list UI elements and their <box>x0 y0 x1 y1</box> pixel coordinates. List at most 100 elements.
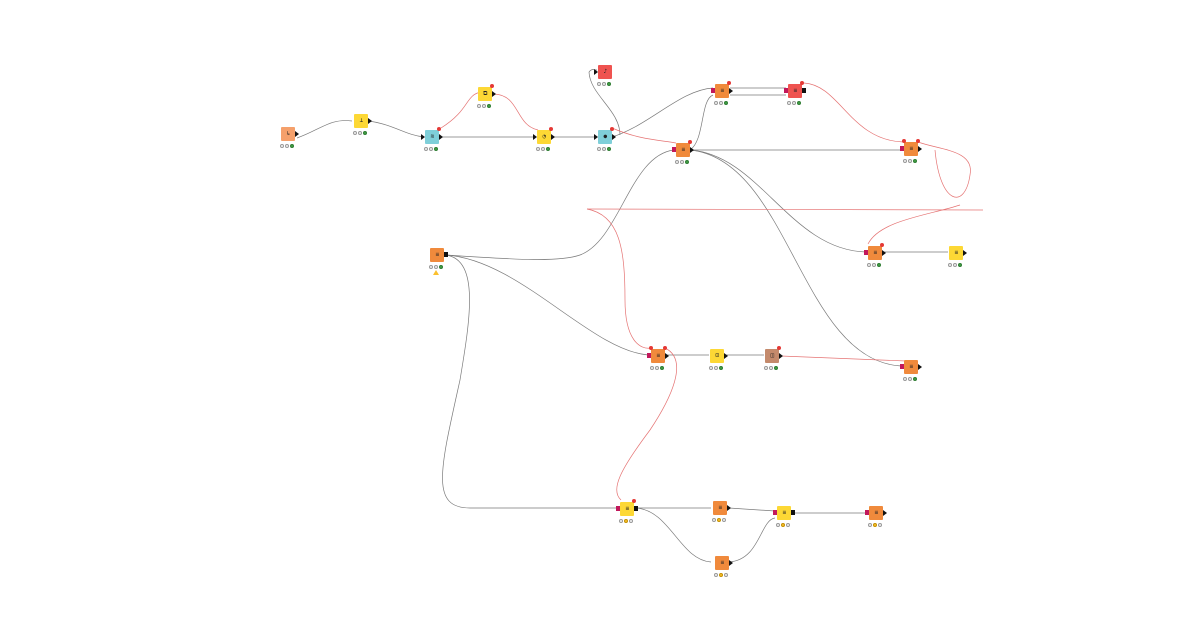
input-port[interactable] <box>533 134 537 140</box>
connection[interactable] <box>445 149 675 260</box>
flow-variable-port[interactable] <box>916 139 920 143</box>
db-input-port[interactable] <box>864 250 868 255</box>
node-loop-end[interactable]: ◔ <box>533 130 555 144</box>
node-reader[interactable]: ↳ <box>281 127 299 141</box>
flow-variable-port[interactable] <box>777 346 781 350</box>
status-light <box>872 263 876 267</box>
db-input-port[interactable] <box>865 510 869 515</box>
flow-variable-connection[interactable] <box>440 91 482 129</box>
connection[interactable] <box>635 507 712 563</box>
output-port[interactable] <box>918 146 922 152</box>
node-db-joiner[interactable]: ≡ <box>773 506 795 520</box>
flow-variable-port[interactable] <box>437 127 441 131</box>
node-db-reader-3[interactable]: ≡ <box>865 506 887 520</box>
flow-variable-port[interactable] <box>880 243 884 247</box>
output-port[interactable] <box>368 118 372 124</box>
connection[interactable] <box>588 71 621 136</box>
connection[interactable] <box>445 254 649 356</box>
node-icon: ≡ <box>909 145 913 152</box>
output-port[interactable] <box>918 364 922 370</box>
node-scorer[interactable]: ⊡ <box>710 349 728 363</box>
flow-variable-port[interactable] <box>902 139 906 143</box>
output-port[interactable] <box>727 505 731 511</box>
connection[interactable] <box>689 149 867 253</box>
node-parameter-optimization[interactable]: ⧉ <box>478 87 496 101</box>
db-input-port[interactable] <box>900 364 904 369</box>
db-output-port[interactable] <box>634 506 638 511</box>
db-input-port[interactable] <box>711 88 715 93</box>
node-predictor[interactable]: ● <box>594 130 616 144</box>
db-input-port[interactable] <box>773 510 777 515</box>
output-port[interactable] <box>612 134 616 140</box>
node-learner[interactable]: ≋ <box>421 130 443 144</box>
node-db-writer[interactable]: ≡ <box>784 84 806 98</box>
db-output-port[interactable] <box>791 510 795 515</box>
flow-variable-connection[interactable] <box>867 204 961 245</box>
output-port[interactable] <box>724 353 728 359</box>
node-db-source[interactable]: ≡ <box>430 248 448 262</box>
connection[interactable] <box>728 507 776 512</box>
flow-variable-port[interactable] <box>800 81 804 85</box>
flow-variable-port[interactable] <box>490 84 494 88</box>
db-input-port[interactable] <box>647 353 651 358</box>
output-port[interactable] <box>439 134 443 140</box>
db-output-port[interactable] <box>444 252 448 257</box>
db-input-port[interactable] <box>616 506 620 511</box>
flow-variable-port[interactable] <box>688 140 692 144</box>
connection[interactable] <box>442 254 618 509</box>
output-port[interactable] <box>551 134 555 140</box>
output-port[interactable] <box>779 353 783 359</box>
connection[interactable] <box>368 120 425 138</box>
input-port[interactable] <box>421 134 425 140</box>
flow-variable-connection[interactable] <box>586 208 984 211</box>
node-db-table-selector[interactable]: ≡ <box>672 143 694 157</box>
node-partitioning[interactable]: ⊥ <box>354 114 372 128</box>
db-output-port[interactable] <box>802 88 806 93</box>
output-port[interactable] <box>665 353 669 359</box>
connection[interactable] <box>728 517 776 563</box>
flow-variable-connection[interactable] <box>917 141 971 198</box>
node-db-sql-2[interactable]: ≡ <box>715 556 733 570</box>
input-port[interactable] <box>594 69 598 75</box>
flow-variable-port[interactable] <box>632 499 636 503</box>
flow-variable-port[interactable] <box>663 346 667 350</box>
flow-variable-connection[interactable] <box>803 82 904 143</box>
connection[interactable] <box>296 120 353 139</box>
node-variable-source[interactable]: ♪ <box>594 65 612 79</box>
connection[interactable] <box>689 94 714 151</box>
output-port[interactable] <box>882 250 886 256</box>
node-column-filter[interactable]: ≡ <box>949 246 967 260</box>
flow-variable-connection[interactable] <box>586 208 652 349</box>
flow-variable-port[interactable] <box>549 127 553 131</box>
db-input-port[interactable] <box>784 88 788 93</box>
node-db-writer-2[interactable]: ≡ <box>900 360 922 374</box>
flow-variable-connection[interactable] <box>616 347 677 501</box>
db-input-port[interactable] <box>672 147 676 152</box>
node-status-indicator <box>536 147 550 151</box>
node-db-table-creator[interactable]: ≡ <box>616 502 638 516</box>
node-view[interactable]: ◫ <box>765 349 783 363</box>
node-db-reader-2[interactable]: ≡ <box>647 349 669 363</box>
node-db-connector-1[interactable]: ≡ <box>711 84 733 98</box>
output-port[interactable] <box>729 560 733 566</box>
output-port[interactable] <box>295 131 299 137</box>
output-port[interactable] <box>963 250 967 256</box>
output-port[interactable] <box>690 147 694 153</box>
db-input-port[interactable] <box>900 146 904 151</box>
flow-variable-connection[interactable] <box>780 355 907 362</box>
flow-variable-port[interactable] <box>610 127 614 131</box>
flow-variable-connection[interactable] <box>493 93 539 131</box>
node-db-reader-1[interactable]: ≡ <box>864 246 886 260</box>
flow-variable-port[interactable] <box>727 81 731 85</box>
output-port[interactable] <box>492 91 496 97</box>
connection[interactable] <box>689 149 902 367</box>
node-db-query[interactable]: ≡ <box>900 142 922 156</box>
node-icon: ⊡ <box>715 352 719 359</box>
node-db-sql-1[interactable]: ≡ <box>713 501 731 515</box>
output-port[interactable] <box>883 510 887 516</box>
flow-variable-connection[interactable] <box>611 127 677 144</box>
flow-variable-port[interactable] <box>649 346 653 350</box>
input-port[interactable] <box>594 134 598 140</box>
output-port[interactable] <box>729 88 733 94</box>
